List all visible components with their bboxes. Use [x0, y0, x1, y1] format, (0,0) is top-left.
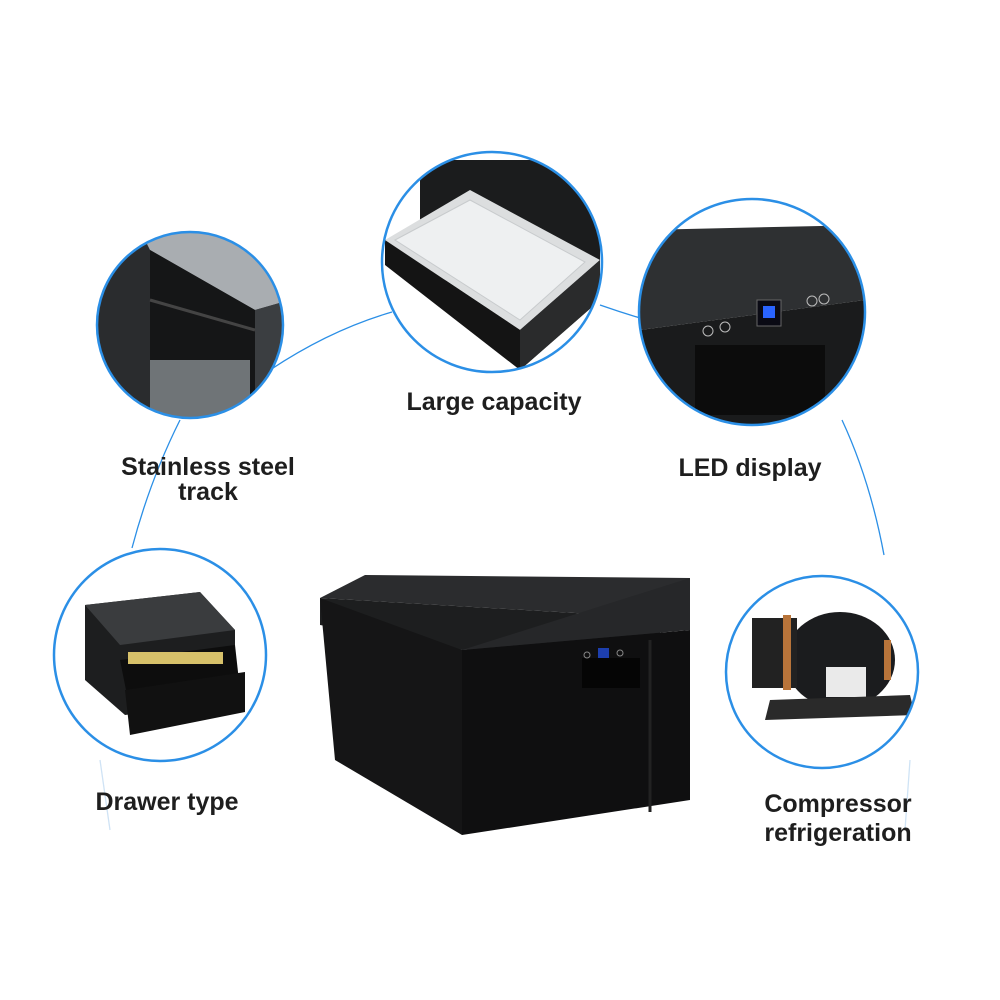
label-line: Large capacity [406, 388, 582, 416]
connector-track-capacity [269, 311, 393, 371]
label-line: track [178, 478, 238, 506]
compressor-closeup-image [724, 574, 920, 770]
track-closeup-image [95, 230, 285, 420]
label-line: Stainless steel [121, 453, 295, 481]
led-closeup-image [637, 197, 867, 427]
connector-led-compressor [841, 419, 885, 556]
connector-lines [99, 304, 911, 831]
feature-label-track: Stainless steel track [98, 455, 318, 505]
drawer-refrigerator-product [320, 575, 690, 835]
label-line: Drawer type [95, 788, 239, 816]
feature-label-drawer: Drawer type [57, 790, 277, 815]
feature-label-capacity: Large capacity [384, 390, 604, 415]
label-line: refrigeration [764, 819, 912, 847]
label-line: LED display [678, 454, 822, 482]
drawer-closeup-image [52, 547, 268, 763]
connector-capacity-led [599, 304, 641, 319]
connector-track-drawer [131, 419, 181, 549]
label-line: Compressor [764, 790, 912, 818]
feature-label-led: LED display [640, 456, 860, 481]
capacity-closeup-image [380, 150, 604, 374]
connector-drawer-tail [99, 759, 111, 831]
feature-label-compressor: Compressor refrigeration [728, 790, 948, 848]
connector-compressor-tail [904, 759, 911, 831]
